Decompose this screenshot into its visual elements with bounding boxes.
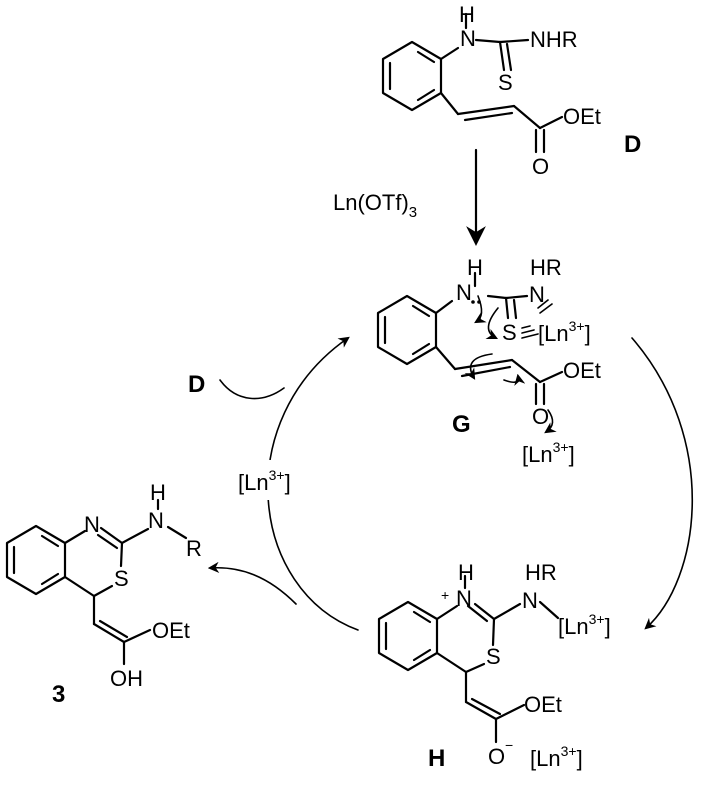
benzene-ring xyxy=(381,40,443,112)
h-o-minus: O xyxy=(488,744,505,769)
h-ln-label: [Ln3+] xyxy=(558,611,611,639)
d-sulfur: S xyxy=(498,70,513,95)
d-oet: OEt xyxy=(563,104,601,129)
h-nh-h: H xyxy=(458,560,474,585)
h-ln2-label: [Ln3+] xyxy=(530,743,583,771)
h-hr: HR xyxy=(525,560,557,585)
h-oet: OEt xyxy=(524,692,562,717)
h-n2: N xyxy=(522,588,538,613)
cycle-d-label: D xyxy=(188,371,205,398)
p3-h: H xyxy=(150,480,166,505)
d-nhr: NHR xyxy=(530,27,578,52)
g-sulfur: S xyxy=(502,320,517,345)
d-compound-label: D xyxy=(624,131,641,158)
h-nh-n: N xyxy=(456,586,472,611)
p3-ring-n: N xyxy=(84,512,100,537)
d-nh-n: N xyxy=(460,26,476,51)
benzene-ring xyxy=(376,294,438,366)
p3-sulfur: S xyxy=(114,566,129,591)
reagent-label: Ln(OTf)3 xyxy=(333,190,417,221)
p3-r: R xyxy=(186,536,202,561)
g-oet: OEt xyxy=(563,358,601,383)
compound-G: N H HR N S [Ln3+] OEt O [Ln3+] G xyxy=(376,255,601,467)
arrow-g-to-h xyxy=(631,337,694,630)
d-nh-h: H xyxy=(459,2,475,27)
d-carbonyl-o: O xyxy=(532,154,549,179)
benzene-ring xyxy=(377,600,439,672)
g-compound-label: G xyxy=(452,411,471,438)
p3-compound-label: 3 xyxy=(52,681,65,708)
p3-oet: OEt xyxy=(152,618,190,643)
g-n2: N xyxy=(529,282,545,307)
g-ln-label: [Ln3+] xyxy=(538,318,591,346)
cycle-ln-label: [Ln3+] xyxy=(238,467,291,495)
benzene-ring xyxy=(5,524,67,596)
compound-D: N H NHR S OEt O D xyxy=(381,2,641,179)
compound-H: + N H HR N [Ln3+] S OEt O − [Ln3+] H xyxy=(377,560,611,772)
h-sulfur: S xyxy=(486,644,501,669)
p3-n: N xyxy=(148,508,164,533)
g-carbonyl-o: O xyxy=(532,404,549,429)
arrow-to-product-3 xyxy=(207,561,297,605)
p3-oh: OH xyxy=(110,666,143,691)
g-ln2-label: [Ln3+] xyxy=(522,439,575,467)
g-nh-n: N xyxy=(456,280,472,305)
compound-3: N H N R S OEt OH 3 xyxy=(5,480,202,708)
arrow-d-enter xyxy=(219,379,285,400)
h-plus: + xyxy=(441,587,449,603)
g-hr: HR xyxy=(530,255,562,280)
g-nh-h: H xyxy=(467,255,483,280)
h-minus-charge: − xyxy=(505,737,513,753)
h-compound-label: H xyxy=(428,745,445,772)
